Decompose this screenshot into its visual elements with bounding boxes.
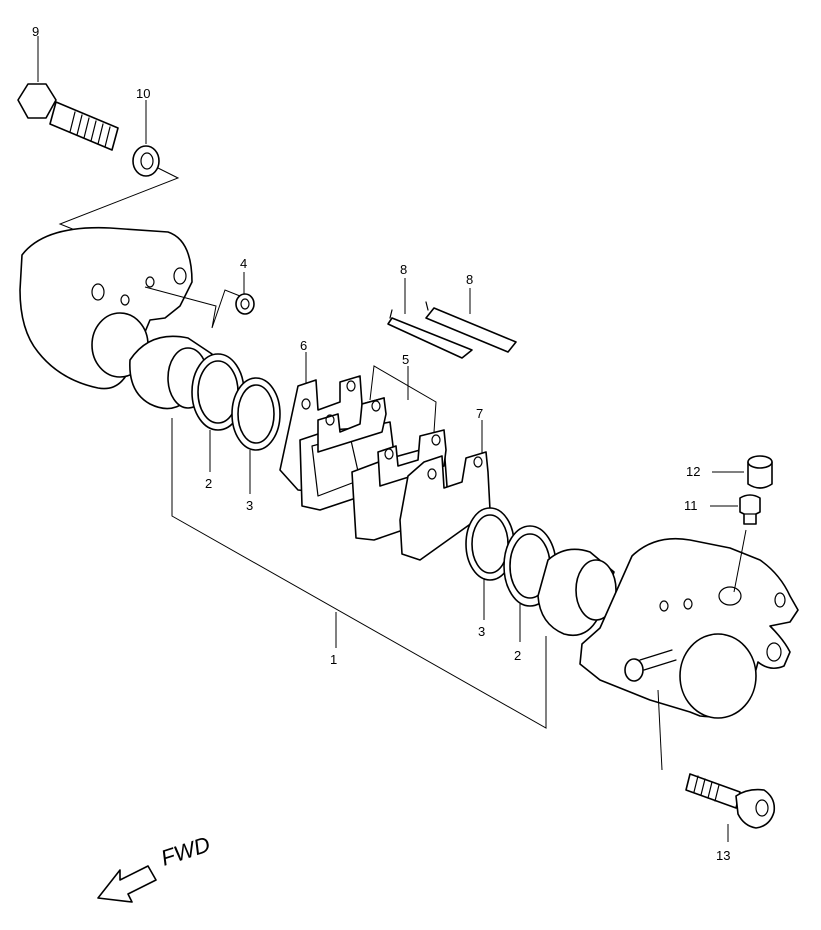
- leader-line-10: [58, 167, 180, 233]
- callout-11: 11: [684, 498, 698, 513]
- bolt-part-9: [17, 83, 119, 151]
- seal-part-3-left: [231, 377, 281, 451]
- arrow-forward-icon: [97, 865, 157, 903]
- pin-part-8-right: [425, 301, 517, 353]
- shim-part-7: [399, 451, 491, 561]
- fwd-label: FWD: [158, 831, 213, 870]
- callout-3a: 3: [246, 498, 253, 513]
- leader-bracket-1: [171, 418, 547, 729]
- callout-5: 5: [402, 352, 409, 367]
- cap-part-12: [747, 455, 773, 489]
- piston-right: [537, 548, 617, 637]
- callout-8b: 8: [466, 272, 473, 287]
- seal-part-3-right: [465, 507, 515, 581]
- right-caliper-half: [579, 537, 799, 719]
- callout-3b: 3: [478, 624, 485, 639]
- callout-6: 6: [300, 338, 307, 353]
- leader-bracket-5: [369, 365, 437, 433]
- callout-4: 4: [240, 256, 247, 271]
- callout-2a: 2: [205, 476, 212, 491]
- callout-7: 7: [476, 406, 483, 421]
- callout-12: 12: [686, 464, 700, 479]
- pin-part-8-left: [387, 309, 473, 359]
- washer-part-10: [132, 145, 160, 177]
- forward-direction-indicator: FWD: [97, 831, 213, 903]
- callout-13: 13: [716, 848, 730, 863]
- bleeder-part-11: [739, 494, 761, 525]
- callout-1: 1: [330, 652, 337, 667]
- seal-part-2-left: [191, 353, 245, 431]
- callout-9: 9: [32, 24, 39, 39]
- callout-8a: 8: [400, 262, 407, 277]
- callout-2b: 2: [514, 648, 521, 663]
- leader-line-4: [144, 286, 241, 329]
- cap-part-4: [235, 293, 255, 315]
- callout-10: 10: [136, 86, 150, 101]
- bolt-part-13: [685, 773, 776, 829]
